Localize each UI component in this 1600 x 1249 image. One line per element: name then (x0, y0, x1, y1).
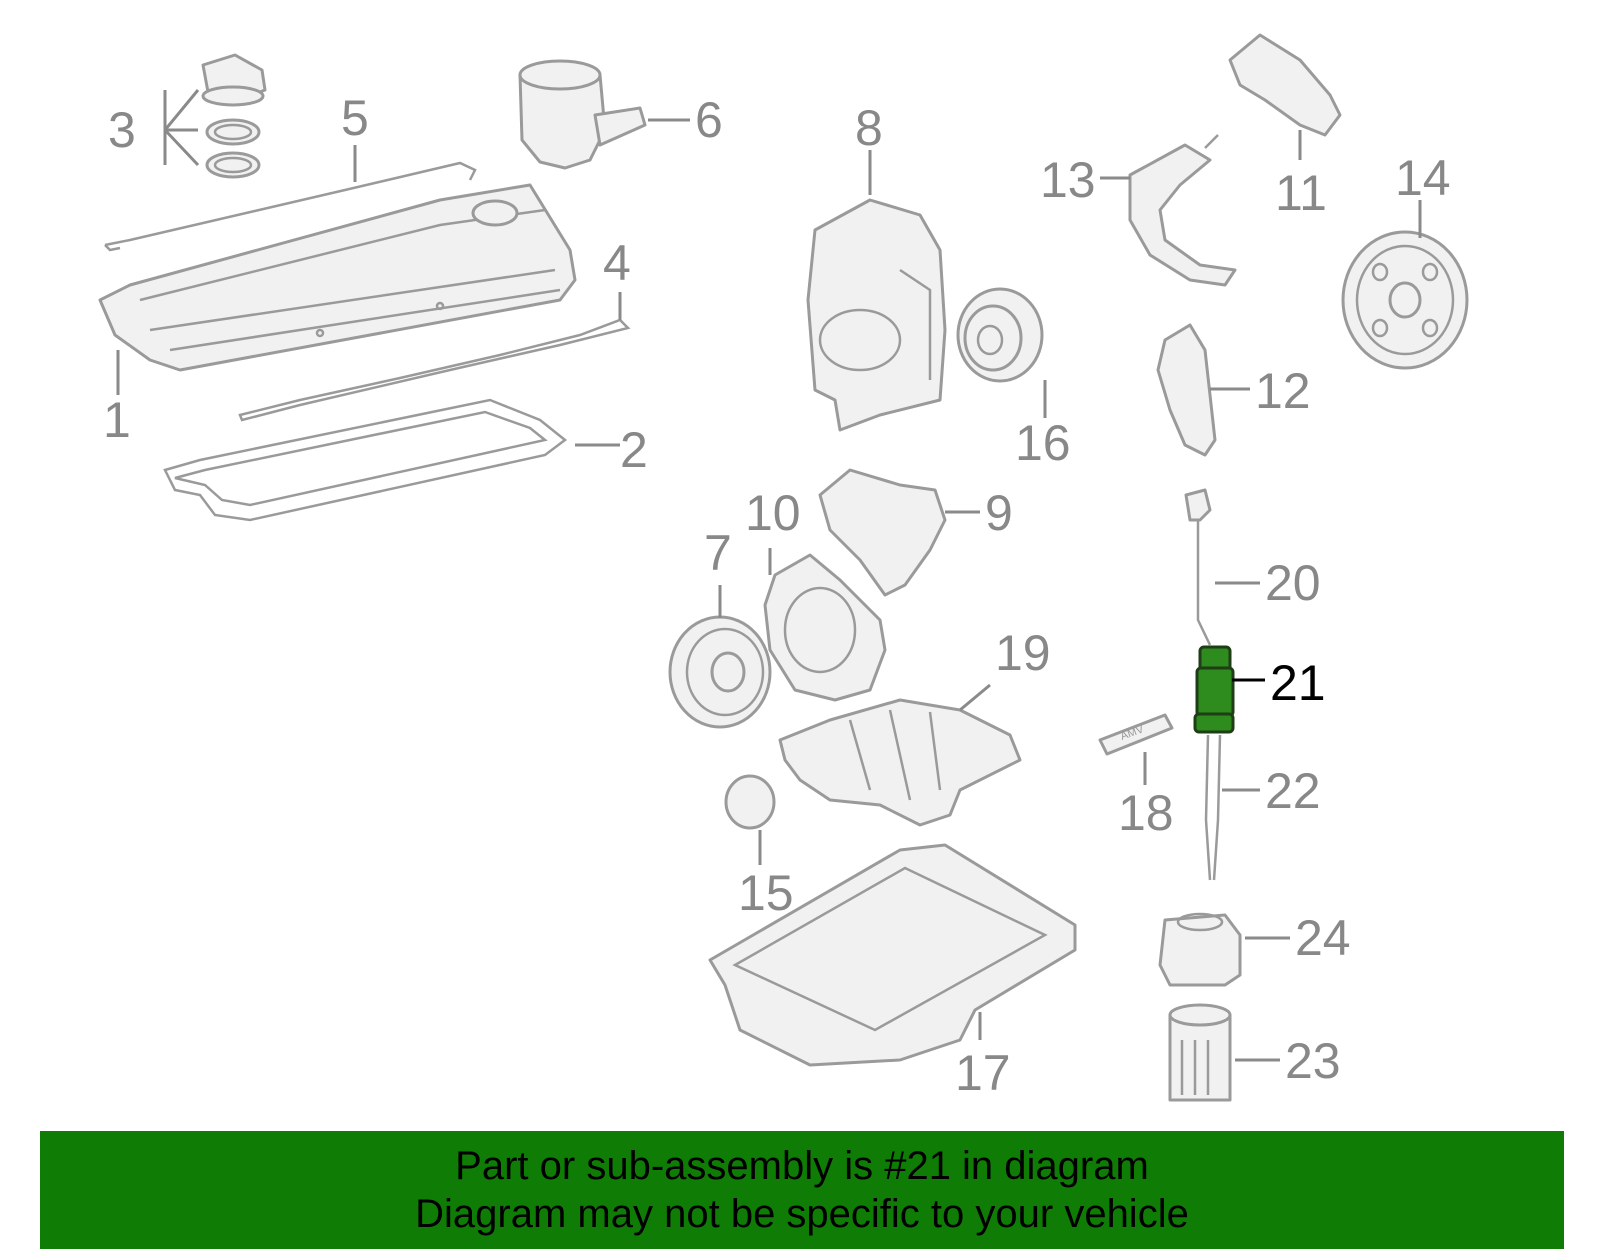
callout-13[interactable]: 13 (1040, 152, 1096, 208)
part-12-inner-cover[interactable] (1156, 323, 1217, 457)
part-18-sealant-tube[interactable]: AMV (1098, 713, 1174, 756)
part-2-gasket[interactable] (163, 398, 568, 522)
callout-10[interactable]: 10 (745, 485, 801, 541)
callout-12[interactable]: 12 (1255, 363, 1311, 419)
part-20-dipstick-handle[interactable] (1184, 488, 1212, 646)
part-17-oil-pan[interactable] (708, 843, 1077, 1067)
part-14-camshaft-sprocket[interactable] (1341, 230, 1469, 370)
part-6-filter-housing[interactable] (518, 59, 647, 170)
callout-5[interactable]: 5 (341, 90, 369, 146)
part-23-oil-filter[interactable] (1168, 1003, 1232, 1102)
callout-labels: 1 2 3 4 5 6 7 8 9 10 11 12 13 14 15 16 1… (103, 90, 1451, 1101)
banner-line-2: Diagram may not be specific to your vehi… (415, 1192, 1189, 1236)
part-19-oil-baffle[interactable] (778, 698, 1022, 827)
callout-17[interactable]: 17 (955, 1045, 1011, 1101)
callout-2[interactable]: 2 (620, 422, 648, 478)
callout-9[interactable]: 9 (985, 485, 1013, 541)
callout-3[interactable]: 3 (108, 102, 136, 158)
part-11-belt-guard[interactable] (1228, 33, 1342, 137)
part-3-filler-cap-set[interactable] (201, 53, 267, 179)
callout-22[interactable]: 22 (1265, 763, 1321, 819)
part-21-guide-tube-highlighted[interactable] (1193, 645, 1235, 734)
callout-14[interactable]: 14 (1395, 150, 1451, 206)
info-banner: Part or sub-assembly is #21 in diagram D… (40, 1131, 1564, 1249)
banner-line-1: Part or sub-assembly is #21 in diagram (455, 1144, 1149, 1188)
callout-11[interactable]: 11 (1275, 165, 1327, 221)
part-10-backing-plate[interactable] (763, 553, 887, 702)
part-8-timing-cover[interactable] (806, 198, 947, 432)
callout-18[interactable]: 18 (1118, 785, 1174, 841)
part-4-seal-strip[interactable] (238, 318, 631, 422)
callout-6[interactable]: 6 (695, 92, 723, 148)
callout-8[interactable]: 8 (855, 100, 883, 156)
part-22-dipstick-tube[interactable] (1204, 734, 1222, 881)
exploded-parts-diagram: AMV 1 (98, 33, 1469, 1102)
callout-23[interactable]: 23 (1285, 1033, 1341, 1089)
leader-lines (116, 89, 1422, 1062)
callout-16[interactable]: 16 (1015, 415, 1071, 471)
callout-21-highlighted[interactable]: 21 (1270, 655, 1326, 711)
callout-4[interactable]: 4 (603, 235, 631, 291)
callout-15[interactable]: 15 (738, 865, 794, 921)
part-5-cover-gasket[interactable] (104, 161, 477, 252)
callout-24[interactable]: 24 (1295, 910, 1351, 966)
part-24-oil-cooler[interactable] (1158, 912, 1242, 987)
callout-19[interactable]: 19 (995, 625, 1051, 681)
part-15-drive-gear[interactable] (724, 774, 776, 830)
part-16-tensioner-pulley[interactable] (956, 287, 1044, 383)
callout-20[interactable]: 20 (1265, 555, 1321, 611)
callout-1[interactable]: 1 (103, 392, 131, 448)
part-7-crank-pulley[interactable] (668, 615, 772, 729)
part-1-valve-cover[interactable] (98, 183, 577, 372)
part-13-timing-belt[interactable] (1128, 134, 1237, 287)
part-9-upper-cover[interactable] (818, 468, 947, 597)
callout-7[interactable]: 7 (704, 525, 732, 581)
